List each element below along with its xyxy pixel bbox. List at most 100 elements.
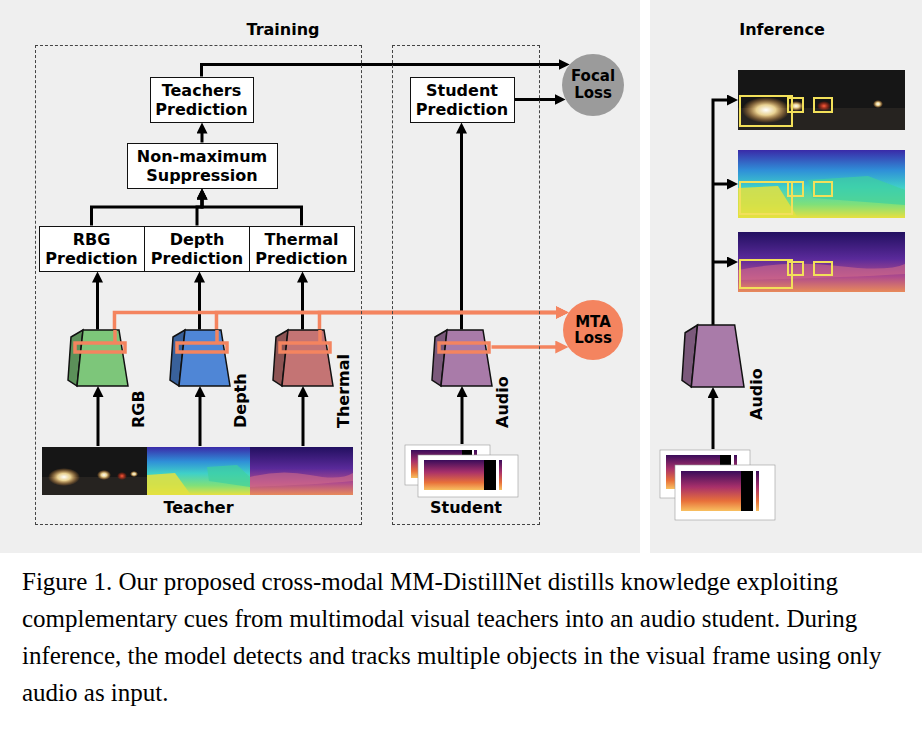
encoder-shape bbox=[68, 330, 128, 386]
panel: InferenceAudio bbox=[650, 0, 922, 553]
group-label: Teacher bbox=[36, 498, 361, 517]
output-rgb-image bbox=[742, 97, 790, 123]
audio-spectrogram bbox=[681, 471, 741, 511]
rgb-image bbox=[42, 447, 147, 495]
output-arrow bbox=[713, 100, 733, 325]
process-box: Thermal Prediction bbox=[249, 226, 355, 272]
encoder-trapezoid: Thermal bbox=[273, 330, 333, 386]
output-depth-image bbox=[740, 182, 832, 214]
audio-spectrogram bbox=[741, 471, 753, 511]
connectors bbox=[92, 65, 565, 348]
loss-circle: MTA Loss bbox=[563, 300, 623, 360]
output-depth-image bbox=[738, 150, 905, 218]
output-arrow bbox=[713, 261, 733, 264]
box-label: Depth Prediction bbox=[149, 230, 245, 268]
arrow-connector bbox=[301, 277, 304, 330]
modality-label: RGB bbox=[130, 390, 148, 428]
loss-label: MTA Loss bbox=[563, 314, 623, 347]
output-rgb-image bbox=[740, 96, 832, 126]
output-rgb-image bbox=[814, 98, 832, 112]
depth-image bbox=[147, 447, 250, 495]
output-rgb-image bbox=[788, 101, 804, 111]
audio-spectrogram bbox=[484, 460, 496, 490]
feature-band bbox=[215, 330, 219, 343]
input-arrow bbox=[461, 392, 464, 445]
loss-circle: Focal Loss bbox=[562, 54, 624, 116]
modality-label: Depth bbox=[232, 373, 250, 428]
output-depth-image bbox=[808, 176, 905, 205]
encoder-shape bbox=[273, 330, 333, 386]
box-label: Thermal Prediction bbox=[254, 230, 350, 268]
output-rgb-image bbox=[738, 70, 905, 130]
feature-band bbox=[439, 343, 489, 352]
input-arrow bbox=[199, 392, 202, 447]
process-box: RBG Prediction bbox=[39, 226, 145, 272]
rgb-image bbox=[42, 447, 147, 495]
arrow-connector bbox=[460, 128, 463, 330]
arrow-connector bbox=[198, 277, 201, 330]
output-rgb-image bbox=[738, 70, 905, 130]
output-rgb-image bbox=[788, 98, 803, 112]
output-thermal-image bbox=[738, 264, 905, 280]
encoder-shape bbox=[441, 330, 492, 386]
input-arrow bbox=[97, 392, 100, 447]
encoder-shape bbox=[282, 330, 333, 386]
thermal-image bbox=[250, 472, 353, 487]
figure-caption: Figure 1. Our proposed cross-modal MM-Di… bbox=[22, 563, 906, 711]
encoder-trapezoid: RGB bbox=[68, 330, 128, 386]
output-thermal-image bbox=[814, 262, 832, 275]
thermal-image bbox=[250, 447, 353, 495]
audio-spectrogram bbox=[499, 460, 502, 490]
audio-spectrogram bbox=[424, 460, 484, 490]
rgb-image bbox=[130, 471, 138, 477]
arrow-connector bbox=[319, 313, 562, 330]
output-arrow bbox=[713, 183, 733, 186]
dashed-group: Teacher Teachers PredictionNon-maximum Su… bbox=[35, 45, 362, 525]
feature-band bbox=[318, 330, 322, 343]
output-rgb-image bbox=[873, 100, 883, 108]
output-depth-image bbox=[788, 182, 803, 196]
output-thermal-image bbox=[738, 232, 905, 292]
box-label: Non-maximum Suppression bbox=[132, 147, 273, 185]
output-thermal-image bbox=[740, 260, 832, 288]
feature-band bbox=[113, 330, 117, 343]
box-label: Teachers Prediction bbox=[155, 81, 249, 119]
arrow-connector bbox=[202, 194, 302, 226]
encoder-shape bbox=[682, 325, 744, 387]
panel-ground bbox=[0, 0, 922, 553]
input-arrow bbox=[302, 392, 305, 447]
audio-spectrogram bbox=[405, 445, 518, 497]
arrow-connector bbox=[96, 277, 99, 330]
depth-image bbox=[207, 465, 250, 487]
caption-block: Figure 1. Our proposed cross-modal MM-Di… bbox=[22, 563, 906, 711]
process-box: Teachers Prediction bbox=[150, 77, 254, 123]
encoder-trapezoid: Audio bbox=[682, 325, 744, 387]
arrow-connector bbox=[216, 313, 562, 330]
output-thermal-image bbox=[738, 232, 905, 292]
encoder-trapezoid: Audio bbox=[432, 330, 492, 386]
output-thermal-image bbox=[740, 260, 792, 288]
encoder-trapezoid: Depth bbox=[170, 330, 230, 386]
output-arrow bbox=[713, 100, 733, 325]
panel-ground bbox=[0, 0, 640, 553]
output-thermal-image bbox=[788, 262, 803, 275]
depth-image bbox=[147, 473, 191, 495]
box-label: Student Prediction bbox=[415, 81, 510, 119]
output-rgb-image bbox=[817, 101, 831, 111]
panel: TrainingTeacherTeachers PredictionNon-ma… bbox=[0, 0, 640, 553]
feature-band bbox=[280, 343, 330, 352]
modality-label: Audio bbox=[494, 376, 512, 428]
rgb-image bbox=[117, 472, 127, 480]
arrow-connector bbox=[201, 128, 204, 143]
encoder-shape bbox=[170, 330, 230, 386]
input-arrow bbox=[98, 392, 713, 450]
panel-title: Inference bbox=[682, 20, 882, 39]
audio-spectrogram bbox=[660, 450, 775, 520]
modality-label: Thermal bbox=[335, 354, 353, 428]
rgb-image bbox=[48, 468, 80, 486]
audio-spectrogram bbox=[418, 455, 518, 497]
loss-label: Focal Loss bbox=[562, 68, 624, 101]
output-depth-image bbox=[814, 182, 832, 196]
input-arrow bbox=[712, 393, 715, 450]
arrow-connector bbox=[515, 98, 561, 101]
